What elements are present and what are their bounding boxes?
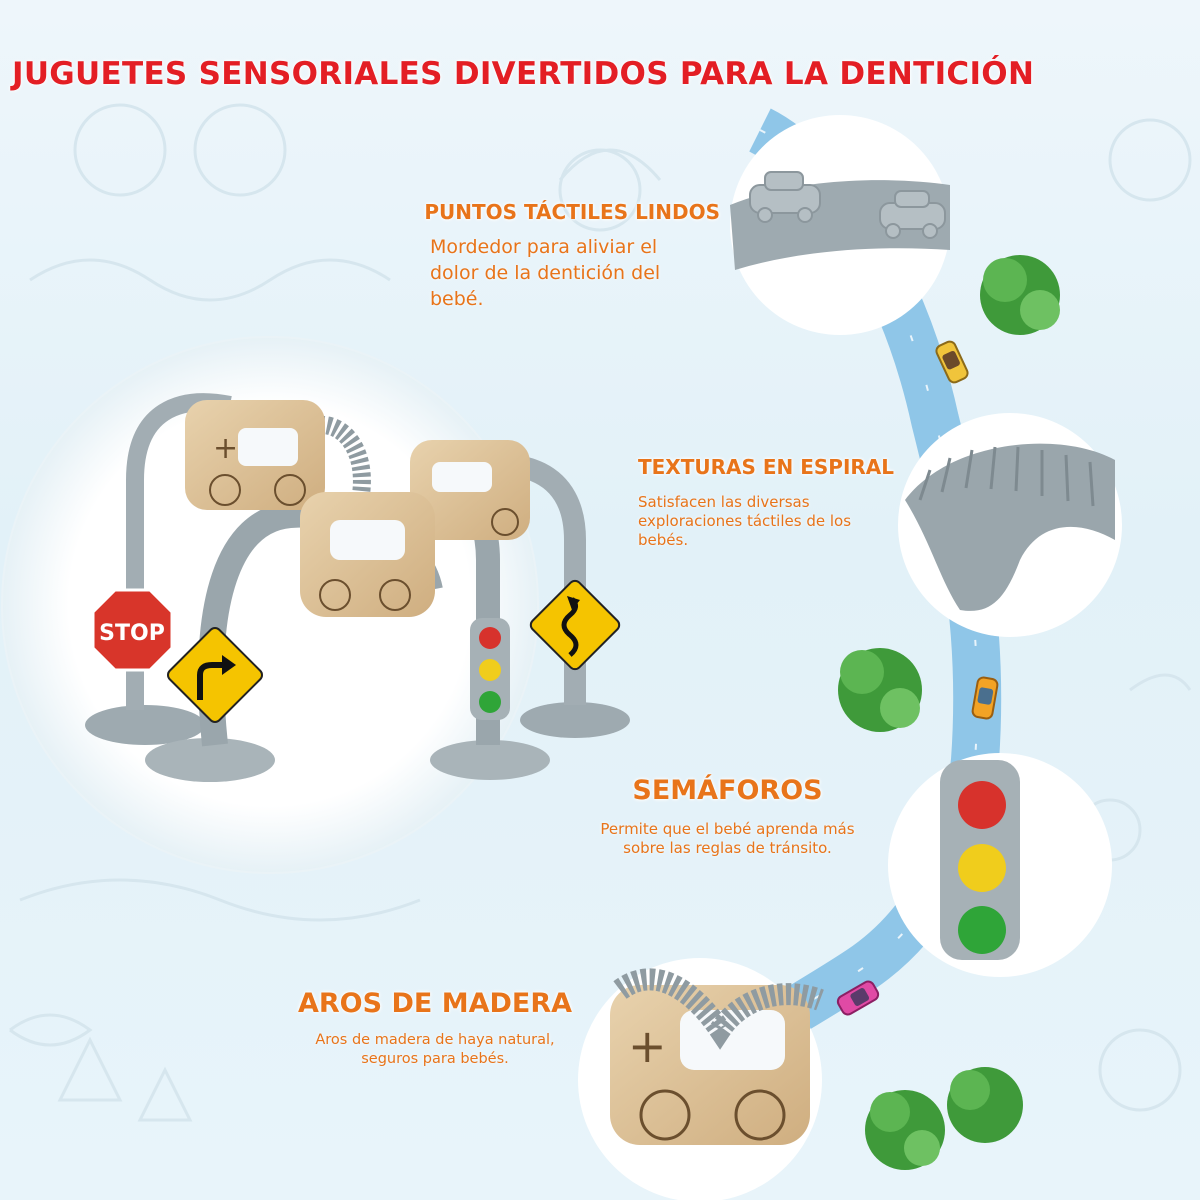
tree-icon [865,1090,945,1170]
feature-tactile-dots: PUNTOS TÁCTILES LINDOS Mordedor para ali… [380,200,720,312]
toy-car-icon [836,980,880,1016]
stop-sign-label: STOP [99,621,165,646]
svg-text:+: + [628,1019,667,1073]
wooden-car-icon [410,440,530,540]
feature-description: Permite que el bebé aprenda más sobre la… [600,820,855,857]
feature-title: TEXTURAS EN ESPIRAL [638,455,895,479]
tree-icon [980,255,1060,335]
wooden-car-icon [300,492,435,617]
toy-car-icon [971,676,999,720]
toy-car-icon [935,340,969,384]
feature-description: Aros de madera de haya natural, seguros … [315,1032,555,1067]
svg-text:+: + [213,431,238,466]
stop-sign-icon: STOP [91,588,174,672]
detail-bubble-dots [730,115,950,335]
feature-title: SEMÁFOROS [632,775,823,806]
tree-icon [947,1067,1023,1143]
feature-wooden-rings: AROS DE MADERA Aros de madera de haya na… [285,988,585,1069]
feature-description: Satisfacen las diversas exploraciones tá… [638,493,852,549]
page-title: JUGUETES SENSORIALES DIVERTIDOS PARA LA … [12,56,1035,92]
wooden-car-icon: + [185,400,325,510]
feature-traffic-lights: SEMÁFOROS Permite que el bebé aprenda má… [585,775,870,858]
detail-bubble-spiral [898,413,1122,637]
traffic-light-icon [470,618,510,720]
feature-spiral-texture: TEXTURAS EN ESPIRAL Satisfacen las diver… [638,455,918,550]
turn-right-sign-icon [166,626,264,724]
feature-title: PUNTOS TÁCTILES LINDOS [424,200,720,224]
background-doodles [9,103,1192,1122]
feature-description: Mordedor para aliviar el dolor de la den… [430,236,661,310]
teether-product: + STOP [85,393,630,782]
tree-icon [838,648,922,732]
detail-bubble-traffic-light [888,753,1112,977]
winding-road-sign-icon [529,579,621,671]
toy-car-icon [749,171,946,239]
detail-bubble-wood: + [578,958,824,1200]
feature-title: AROS DE MADERA [297,988,573,1019]
